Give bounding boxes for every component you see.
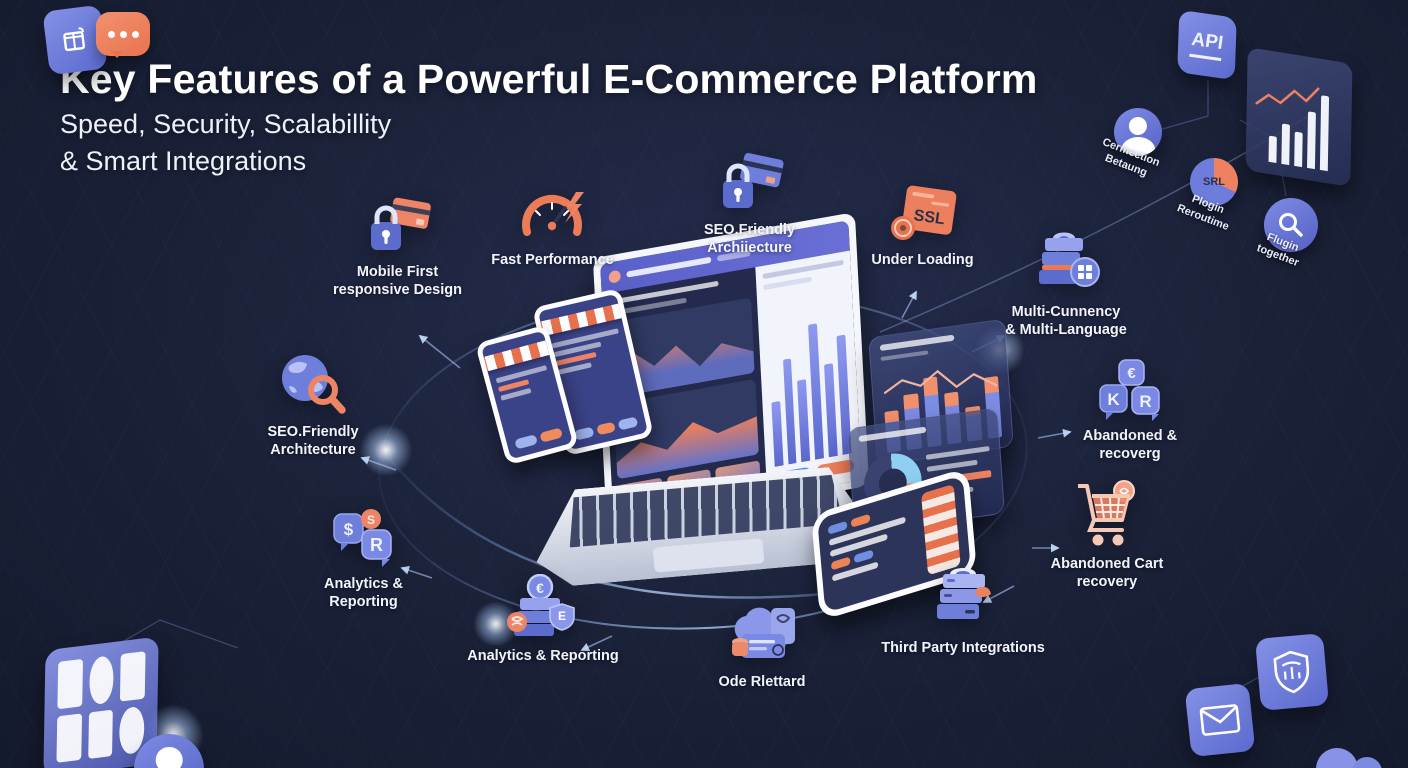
feature-label: Under Loading bbox=[871, 252, 974, 268]
package-tile bbox=[42, 4, 108, 76]
feature-ode-platform: Ode Rlettard bbox=[682, 604, 842, 692]
bar-chart bbox=[763, 282, 853, 467]
ssl-label: SSL bbox=[912, 207, 945, 228]
page-subtitle: Speed, Security, Scalabillity & Smart In… bbox=[60, 109, 392, 176]
shopping-cart-icon bbox=[1070, 480, 1144, 550]
feature-label: Mobile First responsive Design bbox=[333, 264, 462, 298]
trend-line-icon bbox=[1255, 87, 1320, 105]
feature-under-loading: SSL Under Loading bbox=[845, 184, 1000, 270]
r-bubble-label: R bbox=[370, 535, 383, 555]
ssl-badge-icon: SSL bbox=[886, 184, 960, 246]
security-tile bbox=[1254, 633, 1330, 711]
feature-analytics-left: $ S R Analytics & Reporting bbox=[296, 506, 431, 611]
feature-label: Ode Rlettard bbox=[718, 674, 806, 690]
feature-label: SEO.Friendly Architecture bbox=[267, 424, 359, 458]
feature-label: Multi-Cunnency & Multi-Language bbox=[1005, 304, 1127, 338]
lock-credit-card-icon bbox=[363, 196, 433, 258]
analytics-glass-panel bbox=[868, 318, 1014, 466]
email-tile bbox=[1184, 682, 1256, 758]
globe-magnifier-icon bbox=[277, 352, 349, 418]
envelope-icon bbox=[1199, 704, 1241, 736]
feature-fast-performance: Fast Performance bbox=[470, 186, 635, 270]
feature-analytics-bottom: € E Analytics & Reporting bbox=[448, 574, 638, 666]
speedometer-icon bbox=[516, 186, 590, 246]
srl-label: SRL bbox=[1203, 176, 1225, 188]
feature-third-party: Third Party Integrations bbox=[868, 566, 1058, 658]
analytics-panel-icon bbox=[1245, 47, 1353, 187]
feature-label: SEO.Friendly Archiiecture bbox=[703, 222, 796, 256]
trend-line-icon bbox=[883, 369, 998, 394]
srl-pie-icon: SRL bbox=[1190, 158, 1238, 206]
search-icon bbox=[1279, 213, 1303, 237]
chat-bubble-icon bbox=[96, 12, 150, 58]
feature-label: Analytics & Reporting bbox=[467, 648, 619, 664]
package-icon bbox=[63, 27, 86, 52]
feature-abandoned-recovery: € K R Abandoned & recoverg bbox=[1055, 358, 1205, 463]
feature-mobile-first: Mobile First responsive Design bbox=[320, 196, 475, 299]
magnifier-badge-icon bbox=[1264, 198, 1318, 252]
feature-label: Abandoned Cart recovery bbox=[1050, 556, 1164, 590]
feature-multi-currency: Multi-Cunnency & Multi-Language bbox=[980, 230, 1152, 339]
shield-e-label: E bbox=[558, 609, 566, 623]
lock-card-blue-icon bbox=[715, 152, 785, 216]
coin-stack-icon: € E bbox=[504, 574, 582, 642]
server-stack-icon bbox=[925, 566, 1001, 634]
feature-seo-architecture-top: SEO.Friendly Archiiecture bbox=[672, 152, 827, 257]
feature-label: Analytics & Reporting bbox=[324, 576, 403, 610]
euro-key-label: € bbox=[1127, 365, 1136, 382]
r-key-label: R bbox=[1139, 392, 1151, 411]
page-title: Key Features of a Powerful E-Commerce Pl… bbox=[60, 56, 1038, 102]
feature-abandoned-cart: Abandoned Cart recovery bbox=[1028, 480, 1186, 591]
shield-icon bbox=[1273, 650, 1310, 694]
keycaps-icon: € K R bbox=[1094, 358, 1166, 422]
euro-coin-label: € bbox=[536, 580, 544, 596]
dashboard-stats-column bbox=[754, 250, 862, 497]
dollar-bubbles-icon: $ S R bbox=[330, 506, 398, 570]
feature-seo-left: SEO.Friendly Architecture bbox=[248, 352, 378, 459]
feature-label: Fast Performance bbox=[491, 252, 614, 268]
layer-stack-icon bbox=[1029, 230, 1103, 298]
s-coin-label: S bbox=[366, 513, 374, 527]
cloud-card-icon bbox=[723, 604, 801, 668]
laptop-trackpad bbox=[653, 538, 765, 572]
dollar-label: $ bbox=[343, 520, 353, 539]
user-avatar-icon bbox=[1114, 108, 1162, 156]
feature-label: Third Party Integrations bbox=[881, 640, 1045, 656]
k-key-label: K bbox=[1107, 390, 1120, 409]
api-label: API bbox=[1189, 28, 1225, 62]
feature-label: Abandoned & recoverg bbox=[1082, 428, 1178, 462]
api-tile: API bbox=[1177, 9, 1237, 81]
